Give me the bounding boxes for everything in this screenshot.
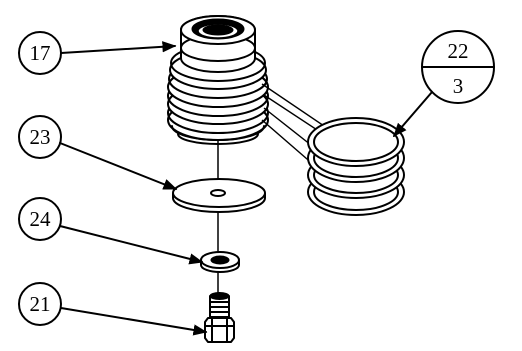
callout-24: 24 [18,197,204,265]
part-22-spring [261,83,405,216]
part-21-bolt [204,292,235,343]
callout-22: 22 3 [393,30,495,138]
part-23-disc [172,178,266,213]
callout-23: 23 [18,115,178,190]
callout-22-label-top: 22 [448,39,469,63]
callout-23-label: 23 [30,125,51,149]
callout-21-label: 21 [30,292,51,316]
part-24-washer [200,251,240,273]
part-17-valve-body [167,15,269,145]
callout-24-label: 24 [30,207,52,231]
callout-22-label-bottom: 3 [453,74,464,98]
callout-21: 21 [18,282,208,336]
callout-17-label: 17 [30,41,51,65]
callout-17: 17 [18,31,177,75]
